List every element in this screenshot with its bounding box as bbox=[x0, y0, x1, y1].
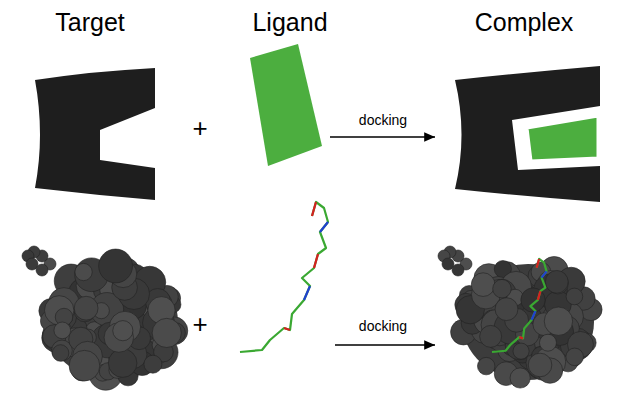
surface-atom bbox=[495, 298, 518, 321]
protein-surface bbox=[438, 246, 602, 388]
hetero-bond bbox=[314, 254, 318, 268]
surface-atom bbox=[74, 296, 98, 320]
hetero-bond bbox=[519, 337, 523, 338]
surface-atom bbox=[544, 307, 572, 335]
target-shape bbox=[35, 68, 155, 200]
docking-arrow bbox=[335, 344, 435, 346]
plus-sign: + bbox=[192, 114, 207, 144]
surface-atom bbox=[566, 288, 583, 305]
arrow-label: docking bbox=[359, 112, 407, 128]
surface-atom bbox=[36, 264, 48, 276]
column-heading: Complex bbox=[475, 8, 574, 37]
surface-atom bbox=[510, 368, 530, 388]
arrow-label: docking bbox=[359, 318, 407, 334]
hetero-bond bbox=[538, 291, 540, 300]
hetero-bond bbox=[312, 202, 316, 216]
surface-atom bbox=[45, 296, 74, 325]
hetero-bond bbox=[304, 286, 310, 300]
hetero-bond bbox=[532, 311, 536, 320]
surface-atom bbox=[69, 350, 100, 381]
surface-atom bbox=[52, 345, 69, 362]
plus-sign: + bbox=[192, 310, 207, 340]
surface-atom bbox=[75, 263, 92, 280]
protein-surface bbox=[22, 246, 188, 390]
surface-atom bbox=[545, 270, 568, 293]
protein-core bbox=[462, 264, 594, 380]
surface-atom bbox=[539, 334, 556, 351]
ligand-sticks bbox=[240, 202, 328, 352]
column-heading: Ligand bbox=[252, 8, 327, 37]
surface-atom bbox=[452, 264, 464, 276]
complex-target-shape bbox=[455, 66, 600, 202]
hetero-bond bbox=[320, 222, 328, 232]
ligand-bond bbox=[240, 202, 328, 352]
ligand-shape bbox=[250, 44, 322, 166]
complex-ligand-shape bbox=[527, 116, 598, 161]
surface-atom bbox=[471, 273, 495, 297]
surface-atom bbox=[480, 325, 502, 347]
surface-atom bbox=[528, 353, 552, 377]
hetero-bond bbox=[542, 271, 547, 277]
surface-atom bbox=[152, 318, 181, 347]
hetero-bond bbox=[284, 328, 290, 330]
surface-atom bbox=[108, 349, 137, 378]
surface-atom bbox=[99, 249, 133, 283]
docking-arrow bbox=[330, 136, 435, 138]
surface-atom bbox=[477, 357, 494, 374]
surface-atom bbox=[144, 355, 162, 373]
hetero-bond bbox=[537, 259, 539, 268]
surface-atom bbox=[566, 348, 584, 366]
ligand-bond bbox=[492, 259, 547, 352]
surface-atom bbox=[54, 322, 71, 339]
surface-atom bbox=[113, 321, 133, 341]
surface-atom bbox=[493, 279, 512, 298]
column-heading: Target bbox=[55, 8, 124, 37]
surface-atom bbox=[513, 343, 529, 359]
ligand-sticks bbox=[492, 259, 547, 352]
